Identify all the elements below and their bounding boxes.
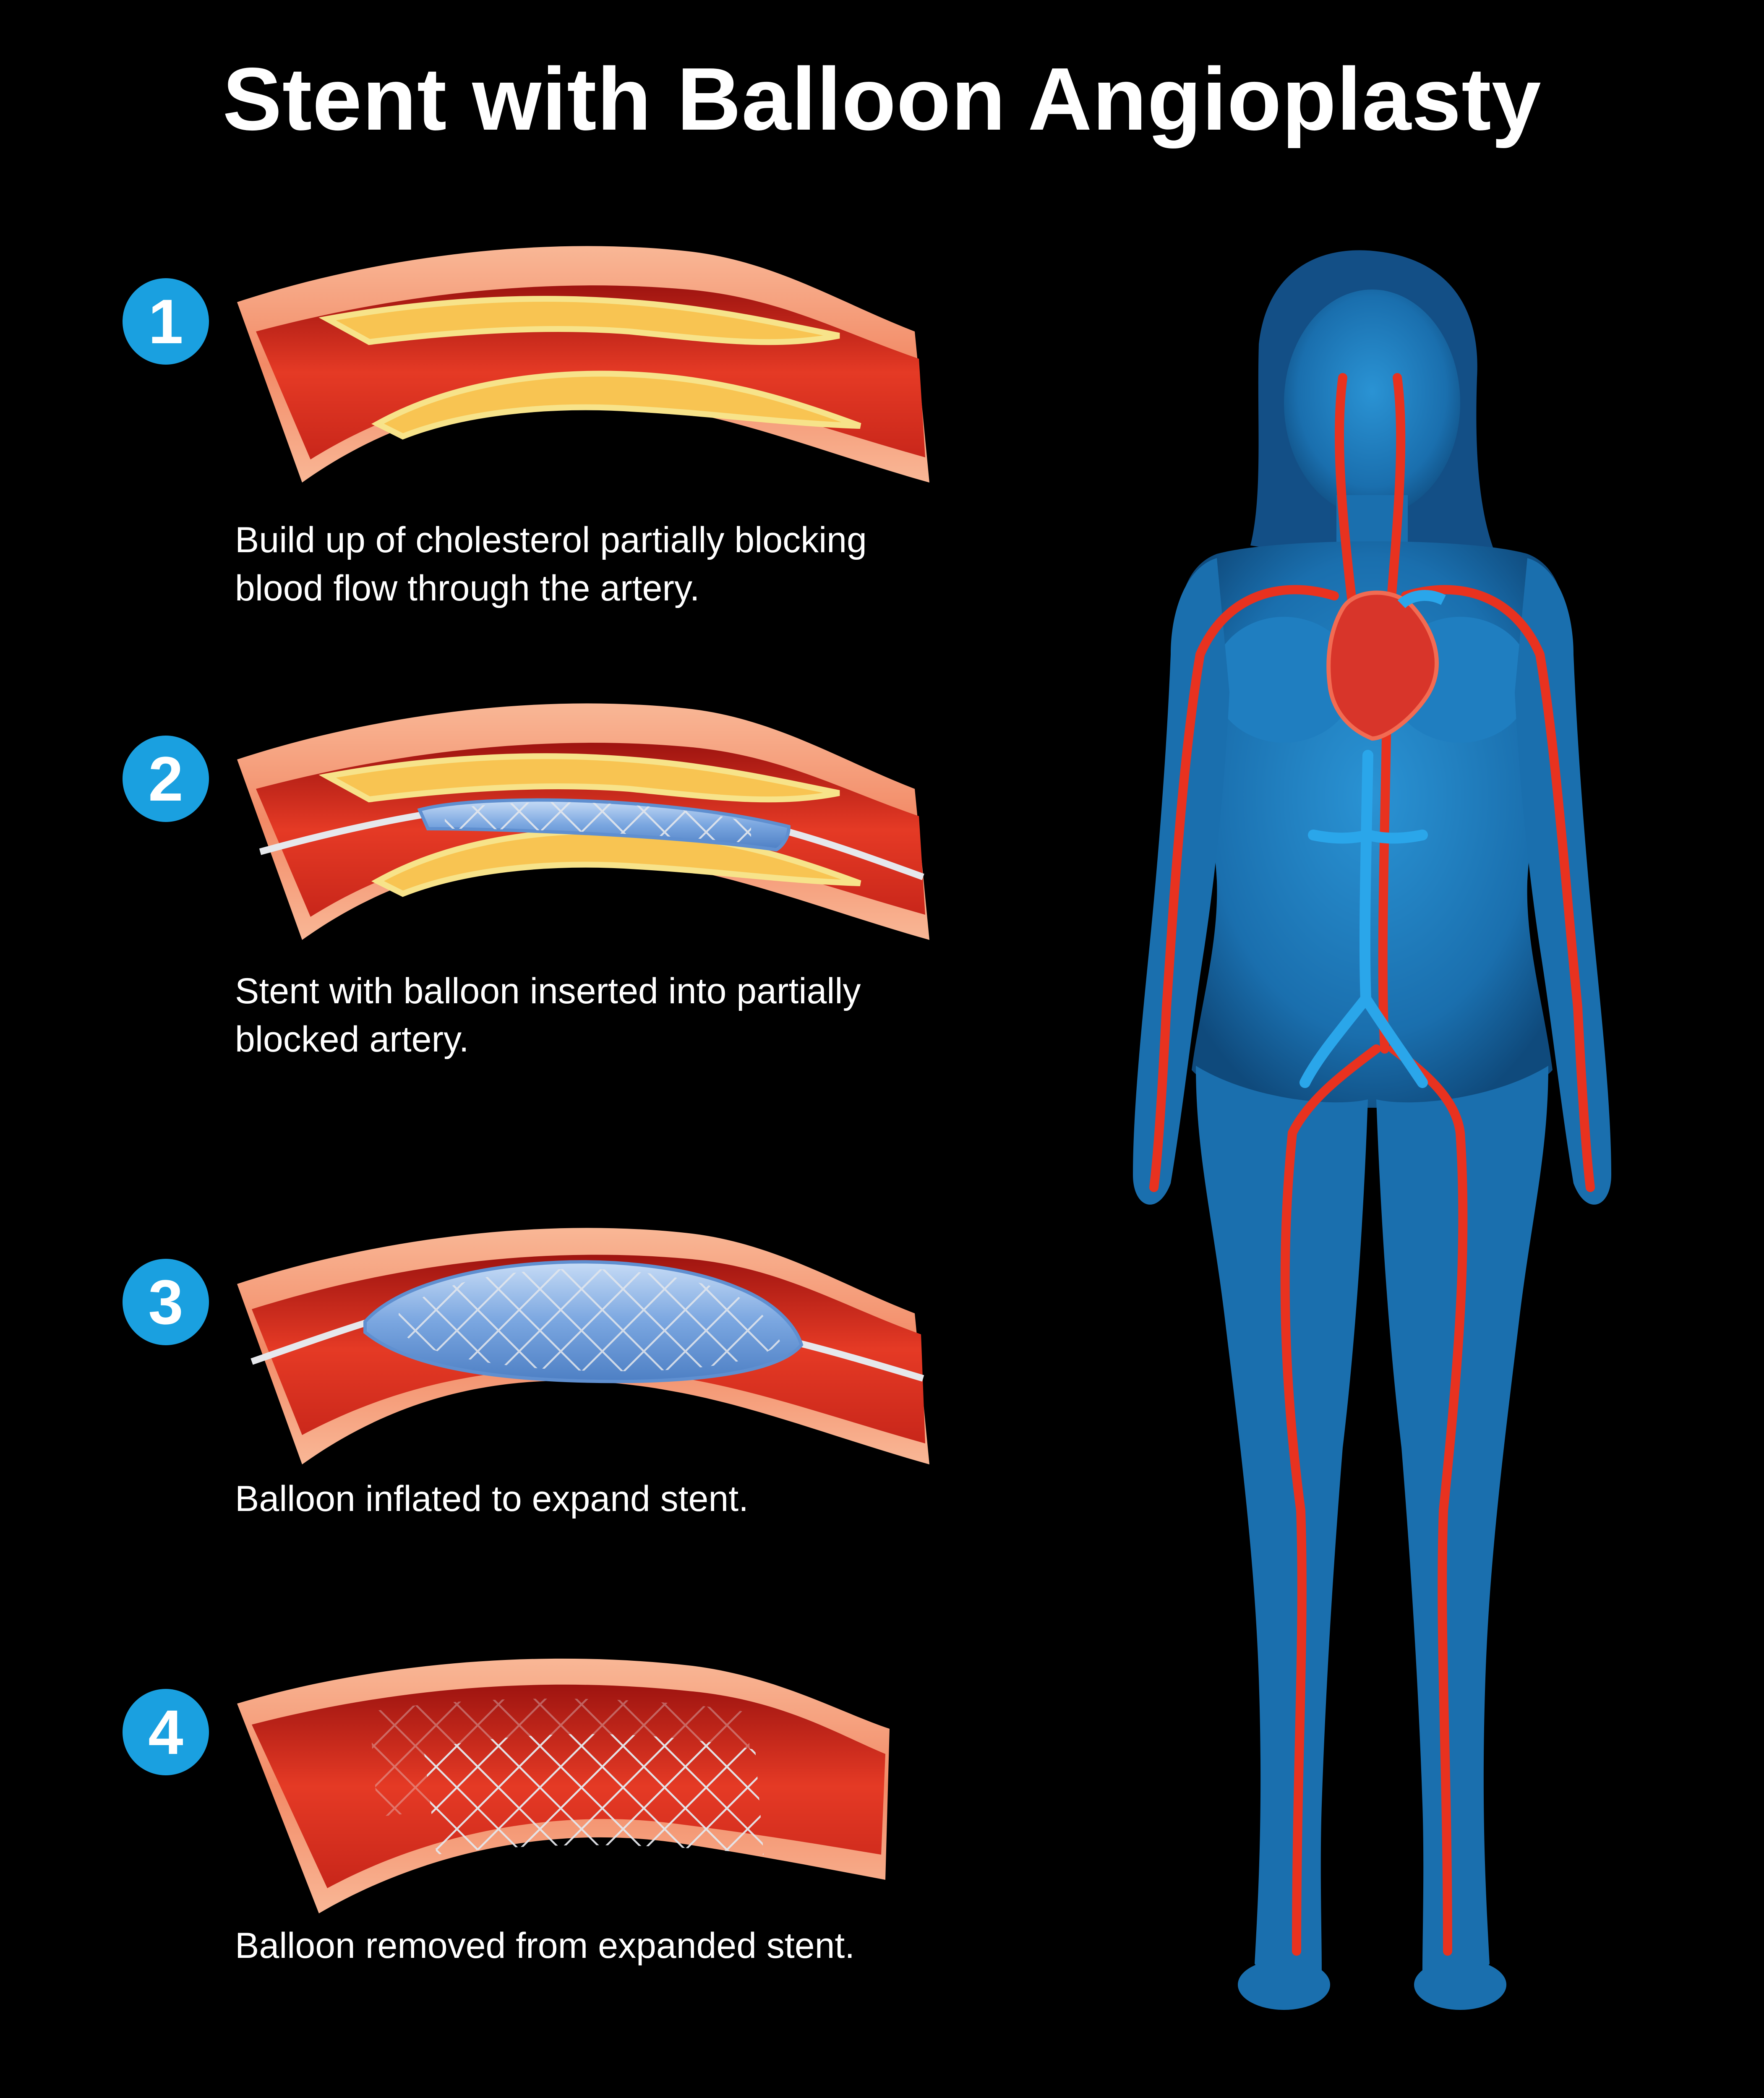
circulatory-vessels: [1149, 373, 1595, 1956]
body-foot-left: [1238, 1960, 1330, 2010]
artery-step-2: [237, 703, 929, 940]
step-3-badge: 3: [123, 1259, 209, 1345]
body-arm-left: [1133, 558, 1229, 1205]
artery-2-stent-mesh: [445, 802, 751, 843]
human-body-figure: [1133, 250, 1611, 2010]
step-1-badge: 1: [123, 278, 209, 365]
artery-3-stent-mesh: [399, 1269, 780, 1371]
artery-3-guidewire: [251, 1318, 924, 1382]
venous-vessels: [1300, 750, 1428, 1088]
step-2-caption-line-1: Stent with balloon inserted into partial…: [235, 971, 861, 1011]
page-title: Stent with Balloon Angioplasty: [222, 49, 1542, 149]
step-2-badge: 2: [123, 736, 209, 822]
step-1-caption: Build up of cholesterol partially blocki…: [235, 516, 990, 613]
body-breast-left: [1213, 617, 1355, 743]
step-2-caption-line-2: blocked artery.: [235, 1019, 469, 1060]
artery-2-plaque-top: [318, 753, 840, 803]
step-3-caption: Balloon inflated to expand stent.: [235, 1475, 990, 1523]
artery-1-plaque-bottom: [371, 371, 861, 440]
body-leg-right: [1376, 1066, 1548, 1977]
artery-step-1: [237, 246, 929, 483]
artery-1-plaque-top: [318, 296, 840, 345]
body-foot-right: [1414, 1960, 1506, 2010]
artery-4-stent-mesh-front: [424, 1734, 764, 1855]
step-4-caption: Balloon removed from expanded stent.: [235, 1922, 990, 1970]
step-3-caption-line-1: Balloon inflated to expand stent.: [235, 1479, 749, 1519]
artery-step-3: [237, 1228, 929, 1464]
step-2-caption: Stent with balloon inserted into partial…: [235, 967, 990, 1064]
body-leg-left: [1196, 1066, 1368, 1977]
heart-vessel-icon: [1397, 590, 1446, 608]
artery-step-4: [237, 1658, 890, 1913]
body-head: [1284, 290, 1460, 516]
step-1-caption-line-2: blood flow through the artery.: [235, 568, 700, 609]
step-1-caption-line-1: Build up of cholesterol partially blocki…: [235, 520, 867, 560]
step-4-caption-line-1: Balloon removed from expanded stent.: [235, 1926, 855, 1966]
step-4-badge: 4: [123, 1689, 209, 1775]
